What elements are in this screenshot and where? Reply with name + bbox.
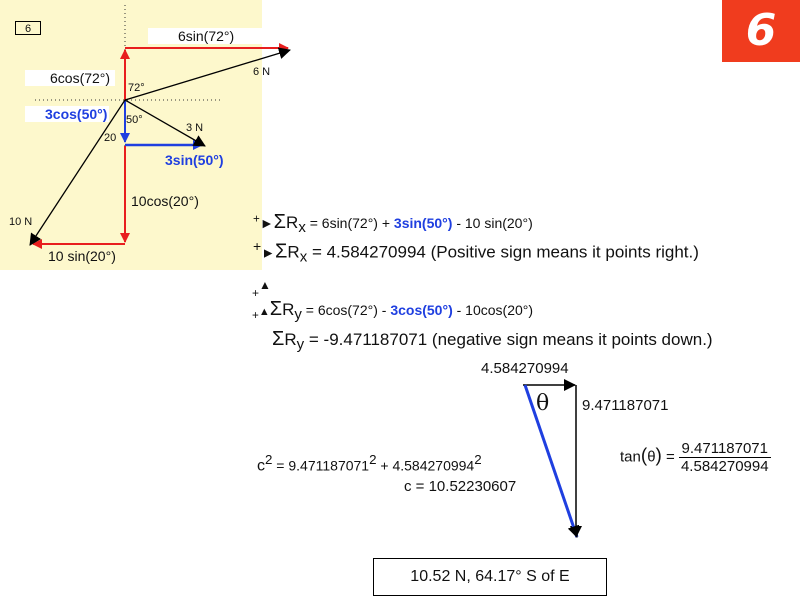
denominator: 4.584270994 (680, 458, 769, 475)
plus-sign: + (253, 238, 262, 254)
label-6cos72: 6cos(72°) (25, 70, 116, 86)
label-angle-20: 20 (104, 132, 117, 144)
triangle-vertical-label: 9.471187071 (582, 397, 669, 414)
pythagoras-line1: c2 = 9.4711870712 + 4.5842709942 (257, 452, 482, 475)
rx-equation: +►ΣRx = 6sin(72°) + 3sin(50°) - 10 sin(2… (253, 211, 533, 236)
y-subscript: y (296, 336, 305, 353)
label-10sin20: 10 sin(20°) (48, 248, 116, 264)
ry-expr-part: = 6cos(72°) - (305, 302, 391, 318)
ry-expr-part: - 10cos(20°) (452, 302, 534, 318)
pythagoras-line2: c = 10.52230607 (404, 478, 517, 495)
ry-result: ΣRy = -9.471187071 (negative sign means … (272, 328, 713, 353)
sigma: Σ (273, 211, 287, 233)
rx-result-text: = 4.584270994 (Positive sign means it po… (311, 242, 699, 262)
label-6n: 6 N (253, 66, 271, 78)
r-symbol: R (282, 300, 295, 319)
term: = 9.471187071 (272, 457, 370, 474)
plus-sign: + (253, 212, 260, 226)
ry-equation: +▲ΣRy = 6cos(72°) - 3cos(50°) - 10cos(20… (252, 298, 533, 323)
triangle-horizontal-label: 4.584270994 (481, 360, 569, 377)
plus-sign: + (252, 308, 259, 322)
label-3sin50: 3sin(50°) (165, 152, 224, 168)
sigma: Σ (275, 240, 288, 263)
exponent: 2 (265, 452, 273, 467)
problem-number-box: 6 (15, 21, 41, 35)
label-10n: 10 N (9, 216, 33, 228)
answer-box: 10.52 N, 64.17° S of E (373, 558, 607, 596)
rx-expr-part: - 10 sin(20°) (452, 215, 533, 231)
right-arrow-icon: ► (261, 244, 276, 261)
c-symbol: c (257, 457, 265, 475)
label-angle-50: 50° (126, 114, 143, 126)
r-symbol: R (287, 242, 300, 262)
r-symbol: R (284, 330, 297, 349)
up-arrow-icon: ▲ (258, 306, 270, 318)
problem-badge: 6 (722, 0, 800, 62)
three-n-vector (124, 99, 206, 147)
rx-result: +►ΣRx = 4.584270994 (Positive sign means… (253, 238, 699, 266)
tan-label: tan (620, 448, 641, 466)
label-angle-72: 72° (128, 82, 145, 94)
up-arrow-icon: +▲ (252, 278, 271, 300)
r-symbol: R (286, 213, 299, 232)
equals: = (666, 448, 675, 466)
ry-expr-blue: 3cos(50°) (390, 302, 453, 318)
sigma: Σ (269, 298, 283, 320)
resultant-vector (523, 384, 580, 538)
exponent: 2 (369, 452, 377, 467)
ten-n-vector (29, 99, 126, 246)
y-subscript: y (294, 306, 302, 323)
rx-expr-part: = 6sin(72°) + (309, 215, 394, 231)
exponent: 2 (474, 452, 482, 467)
theta-label: θ (536, 391, 550, 416)
label-6sin72: 6sin(72°) (148, 28, 265, 44)
x-subscript: x (298, 219, 306, 236)
six-n-vector (124, 47, 291, 101)
right-arrow-icon: ► (259, 215, 274, 231)
numerator: 9.471187071 (678, 440, 771, 458)
theta-arg: θ (647, 448, 656, 466)
label-10cos20: 10cos(20°) (131, 193, 199, 209)
rx-expr-blue: 3sin(50°) (393, 215, 453, 231)
sigma: Σ (272, 328, 285, 350)
label-3cos50: 3cos(50°) (25, 106, 110, 122)
label-3n: 3 N (186, 122, 204, 134)
x-subscript: x (299, 248, 308, 266)
ry-result-text: = -9.471187071 (negative sign means it p… (308, 330, 713, 349)
term: + 4.584270994 (376, 457, 475, 474)
